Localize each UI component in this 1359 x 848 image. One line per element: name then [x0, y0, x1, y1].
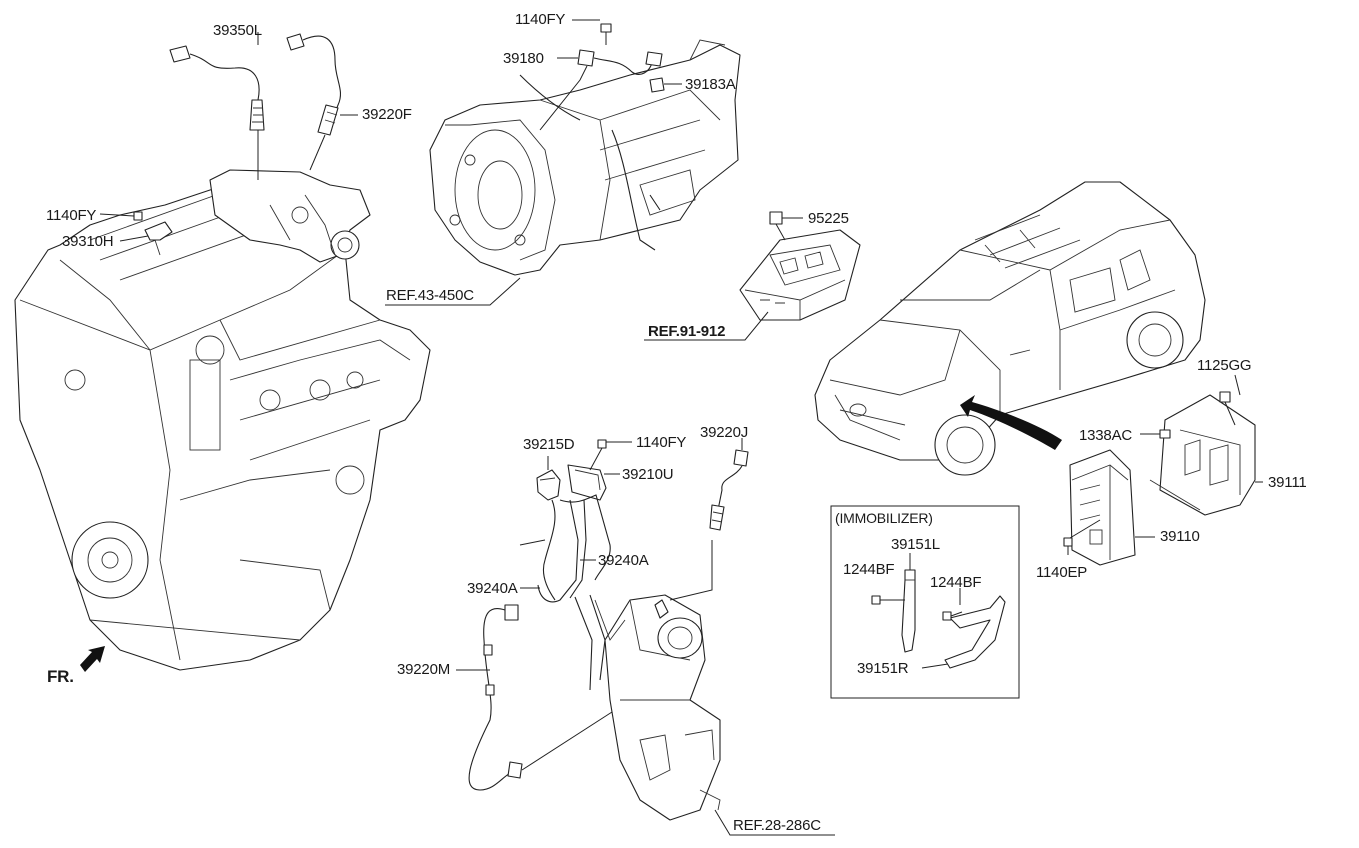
- part-label-39220J: 39220J: [700, 424, 749, 441]
- part-label-1338AC: 1338AC: [1079, 427, 1133, 444]
- ref-label-91-912: REF.91-912: [648, 323, 726, 340]
- differential-pressure-sensor: [519, 439, 632, 603]
- part-label-1140FY-trans: 1140FY: [515, 11, 566, 28]
- fuse-box: [644, 211, 861, 341]
- part-label-1125GG: 1125GG: [1197, 357, 1252, 374]
- part-label-39220F: 39220F: [362, 106, 412, 123]
- rear-oxygen-sensors: [456, 438, 749, 791]
- ref-label-28-286C: REF.28-286C: [733, 817, 821, 834]
- part-label-39350L: 39350L: [213, 22, 262, 39]
- engine-assembly: [14, 169, 431, 671]
- part-label-39111: 39111: [1268, 474, 1307, 491]
- part-label-1140EP: 1140EP: [1036, 564, 1088, 581]
- part-label-95225: 95225: [808, 210, 849, 227]
- part-label-39110: 39110: [1160, 528, 1200, 545]
- immobilizer-brackets: [871, 553, 1006, 669]
- catalyst-assembly: [574, 540, 835, 836]
- part-label-1244BF-right: 1244BF: [930, 574, 982, 591]
- vehicle-illustration: [814, 181, 1206, 476]
- immobilizer-box: [830, 505, 1020, 699]
- ecu-assembly: [1063, 374, 1263, 566]
- part-label-39151R: 39151R: [857, 660, 909, 677]
- part-label-39210U: 39210U: [622, 466, 674, 483]
- part-label-39151L: 39151L: [891, 536, 940, 553]
- part-label-39180: 39180: [503, 50, 544, 67]
- part-label-39183A: 39183A: [685, 76, 736, 93]
- speed-sensor-39180: [539, 19, 682, 131]
- immobilizer-title: (IMMOBILIZER): [835, 510, 933, 526]
- part-label-39310H: 39310H: [62, 233, 114, 250]
- part-label-39240A-upper: 39240A: [598, 552, 649, 569]
- oxygen-sensors-front: [169, 32, 358, 180]
- part-label-1140FY-sensor: 1140FY: [636, 434, 687, 451]
- part-label-39240A-lower: 39240A: [467, 580, 518, 597]
- ref-label-43-450C: REF.43-450C: [386, 287, 474, 304]
- part-label-39215D: 39215D: [523, 436, 575, 453]
- ref-43-leader: [385, 277, 521, 306]
- part-label-1140FY-engine: 1140FY: [46, 207, 97, 224]
- front-direction-arrow-icon: [80, 646, 105, 672]
- part-label-39220M: 39220M: [397, 661, 451, 678]
- part-label-1244BF-left: 1244BF: [843, 561, 895, 578]
- transmission-assembly: [429, 39, 741, 276]
- front-direction-label: FR.: [47, 667, 74, 686]
